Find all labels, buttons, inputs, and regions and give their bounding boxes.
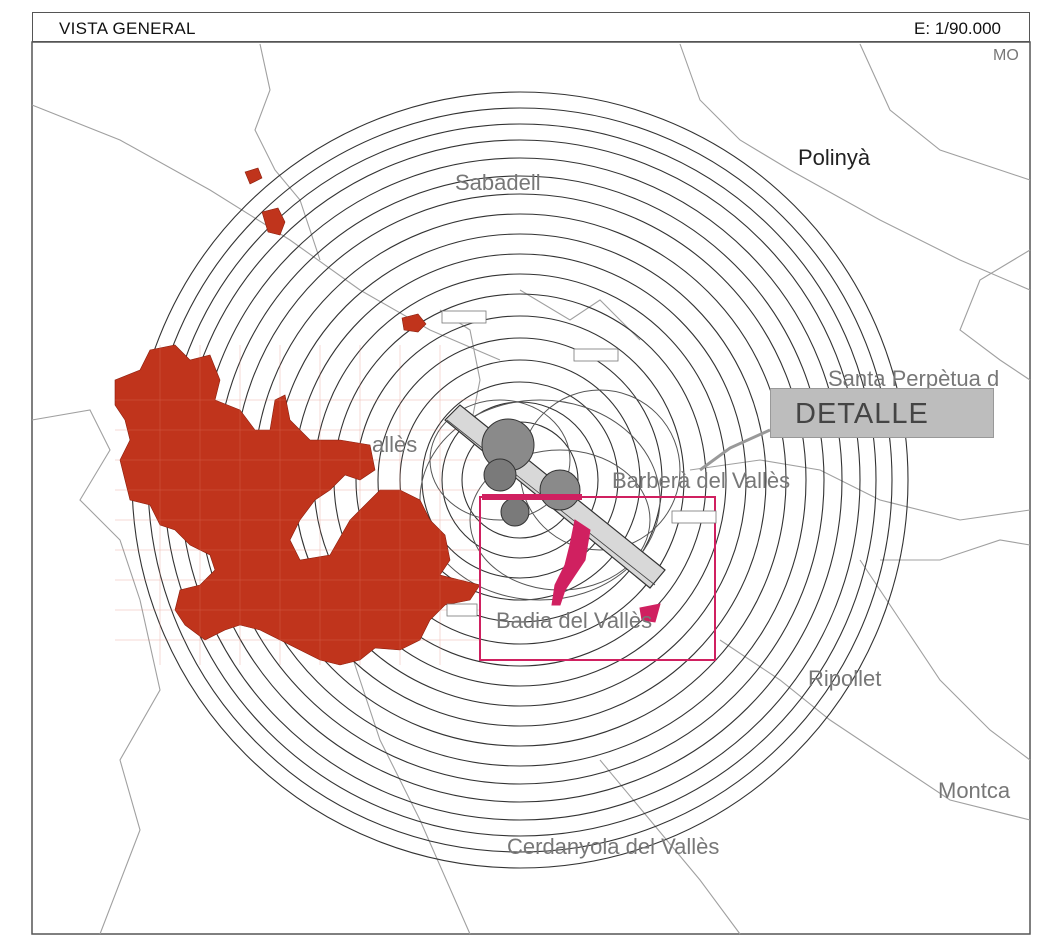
hazard-grid (115, 345, 480, 665)
place-polinya: Polinyà (798, 145, 871, 170)
boundary-line (679, 43, 1031, 291)
place-barbera: Barberà del Vallès (612, 468, 790, 493)
municipal-boundaries (31, 43, 1031, 935)
map-label-box (441, 310, 487, 324)
contour-ring (355, 315, 685, 645)
boundary-line (99, 599, 161, 935)
map-header: VISTA GENERAL E: 1/90.000 (32, 12, 1030, 42)
place-cerdanyola: Cerdanyola del Vallès (507, 834, 719, 859)
boundary-line (349, 649, 471, 935)
map-scale: E: 1/90.000 (914, 19, 1001, 38)
place-badia: Badia del Vallès (496, 608, 652, 633)
callout-leader (699, 428, 771, 472)
hazard-polygon-small (401, 313, 427, 333)
place-santa-perpetua: Santa Perpètua d (828, 366, 999, 391)
grey-disc (500, 497, 530, 527)
detail-callout-label: DETALLE (795, 398, 929, 430)
magenta-blob (639, 603, 661, 623)
map-label-box (573, 348, 619, 362)
boundary-line (599, 759, 741, 935)
detail-frame (479, 496, 716, 661)
contour-ring (377, 337, 663, 623)
map-label-boxes (441, 310, 717, 617)
boundary-line (689, 459, 1031, 521)
hazard-area (114, 167, 481, 666)
boundary-line (880, 539, 1031, 561)
map-border (31, 41, 1031, 935)
boundary-line (859, 43, 1031, 181)
map-label-box (671, 510, 717, 524)
grey-disc (539, 469, 581, 511)
boundary-line (959, 249, 1031, 381)
boundary-line (31, 409, 141, 601)
map-label-box (446, 603, 478, 617)
map-title: VISTA GENERAL (59, 19, 196, 38)
boundary-line (519, 289, 641, 341)
detail-callout[interactable]: DETALLE (770, 388, 994, 438)
boundary-line (859, 559, 1031, 761)
grey-disc (483, 458, 517, 492)
hazard-polygon-small (261, 207, 286, 236)
place-ripollet: Ripollet (808, 666, 881, 691)
boundary-line (31, 104, 501, 361)
boundary-line (254, 43, 321, 261)
place-sabadell: Sabadell (455, 170, 541, 195)
magenta-path (551, 519, 591, 606)
place-valles-fragment: allès (372, 432, 417, 457)
place-montcada: Montca (938, 778, 1011, 803)
boundary-line (719, 639, 1031, 821)
place-mo-fragment: MO (993, 47, 1019, 64)
hazard-polygon-small (244, 167, 263, 185)
